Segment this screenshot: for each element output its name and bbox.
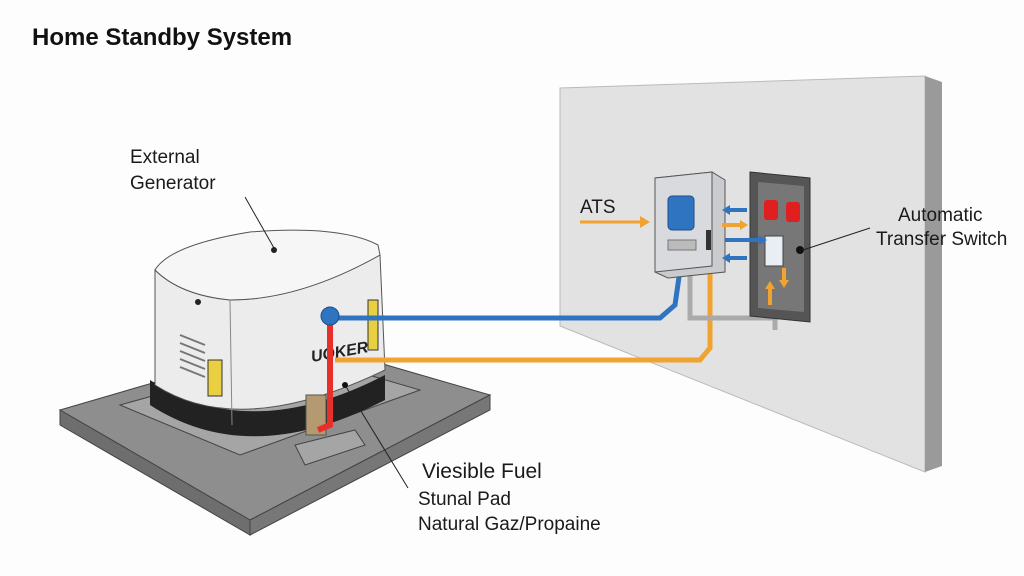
fuel-leader-line [344, 384, 409, 489]
generator-label-line1: External [130, 147, 200, 168]
generator-unit: UOKER [150, 229, 386, 437]
house-wall [559, 75, 942, 473]
transfer-switch-label-line1: Automatic [898, 205, 983, 226]
fuel-line [305, 320, 333, 436]
generator-label-line2: Generator [130, 173, 216, 194]
transfer-switch-label-line2: Transfer Switch [876, 229, 1008, 250]
fuel-label-line1: Viesible Fuel [422, 460, 542, 483]
control-line [335, 272, 713, 363]
ats-panel [580, 171, 726, 279]
ats-label: ATS [580, 197, 616, 218]
generator-leader-line [244, 196, 275, 249]
generator-connector [320, 306, 340, 326]
transfer-switch-panel [722, 171, 871, 323]
conduit [687, 272, 778, 330]
fuel-label-line3: Natural Gaz/Propaine [418, 514, 601, 535]
power-line [330, 269, 683, 321]
diagram-title: Home Standby System [32, 24, 293, 51]
fuel-label-line2: Stunal Pad [418, 489, 511, 510]
